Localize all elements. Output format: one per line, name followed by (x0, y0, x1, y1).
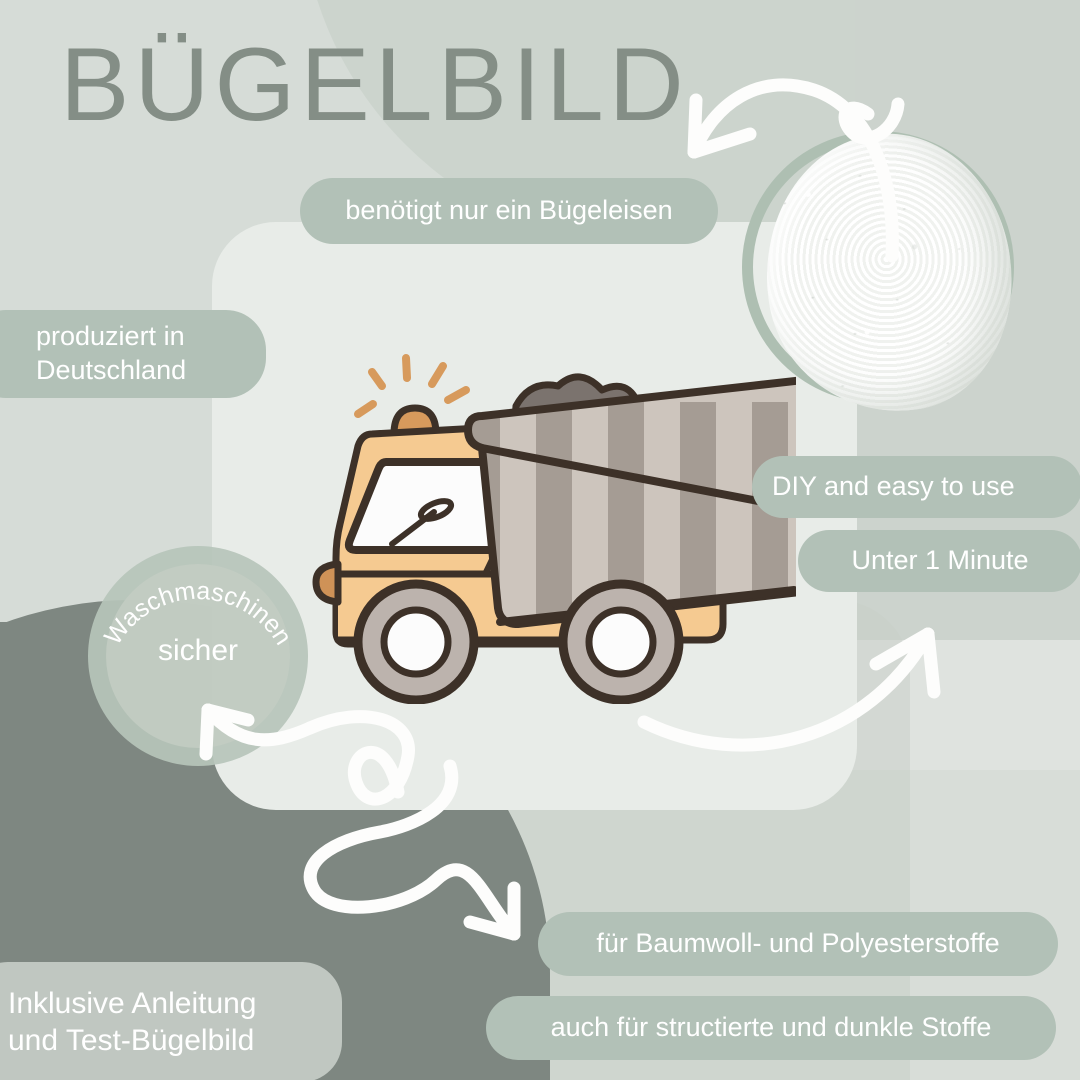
badge-needs-only-iron: benötigt nur ein Bügeleisen (300, 178, 718, 244)
washing-machine-arc-text: Waschmaschinen (99, 577, 297, 650)
dump-truck-illustration (312, 354, 796, 704)
badge-diy-easy: DIY and easy to use (752, 456, 1080, 518)
badge-made-in-germany: produziert in Deutschland (0, 310, 266, 398)
badge-under-one-minute: Unter 1 Minute (798, 530, 1080, 592)
page-title: BÜGELBILD (60, 27, 689, 143)
badge-included-manual: Inklusive Anleitung und Test-Bügelbild (0, 962, 342, 1080)
badge-cotton-polyester: für Baumwoll- und Polyesterstoffe (538, 912, 1058, 976)
badge-textured-dark: auch für structierte und dunkle Stoffe (486, 996, 1056, 1060)
washing-machine-bottom-label: sicher (157, 634, 239, 667)
